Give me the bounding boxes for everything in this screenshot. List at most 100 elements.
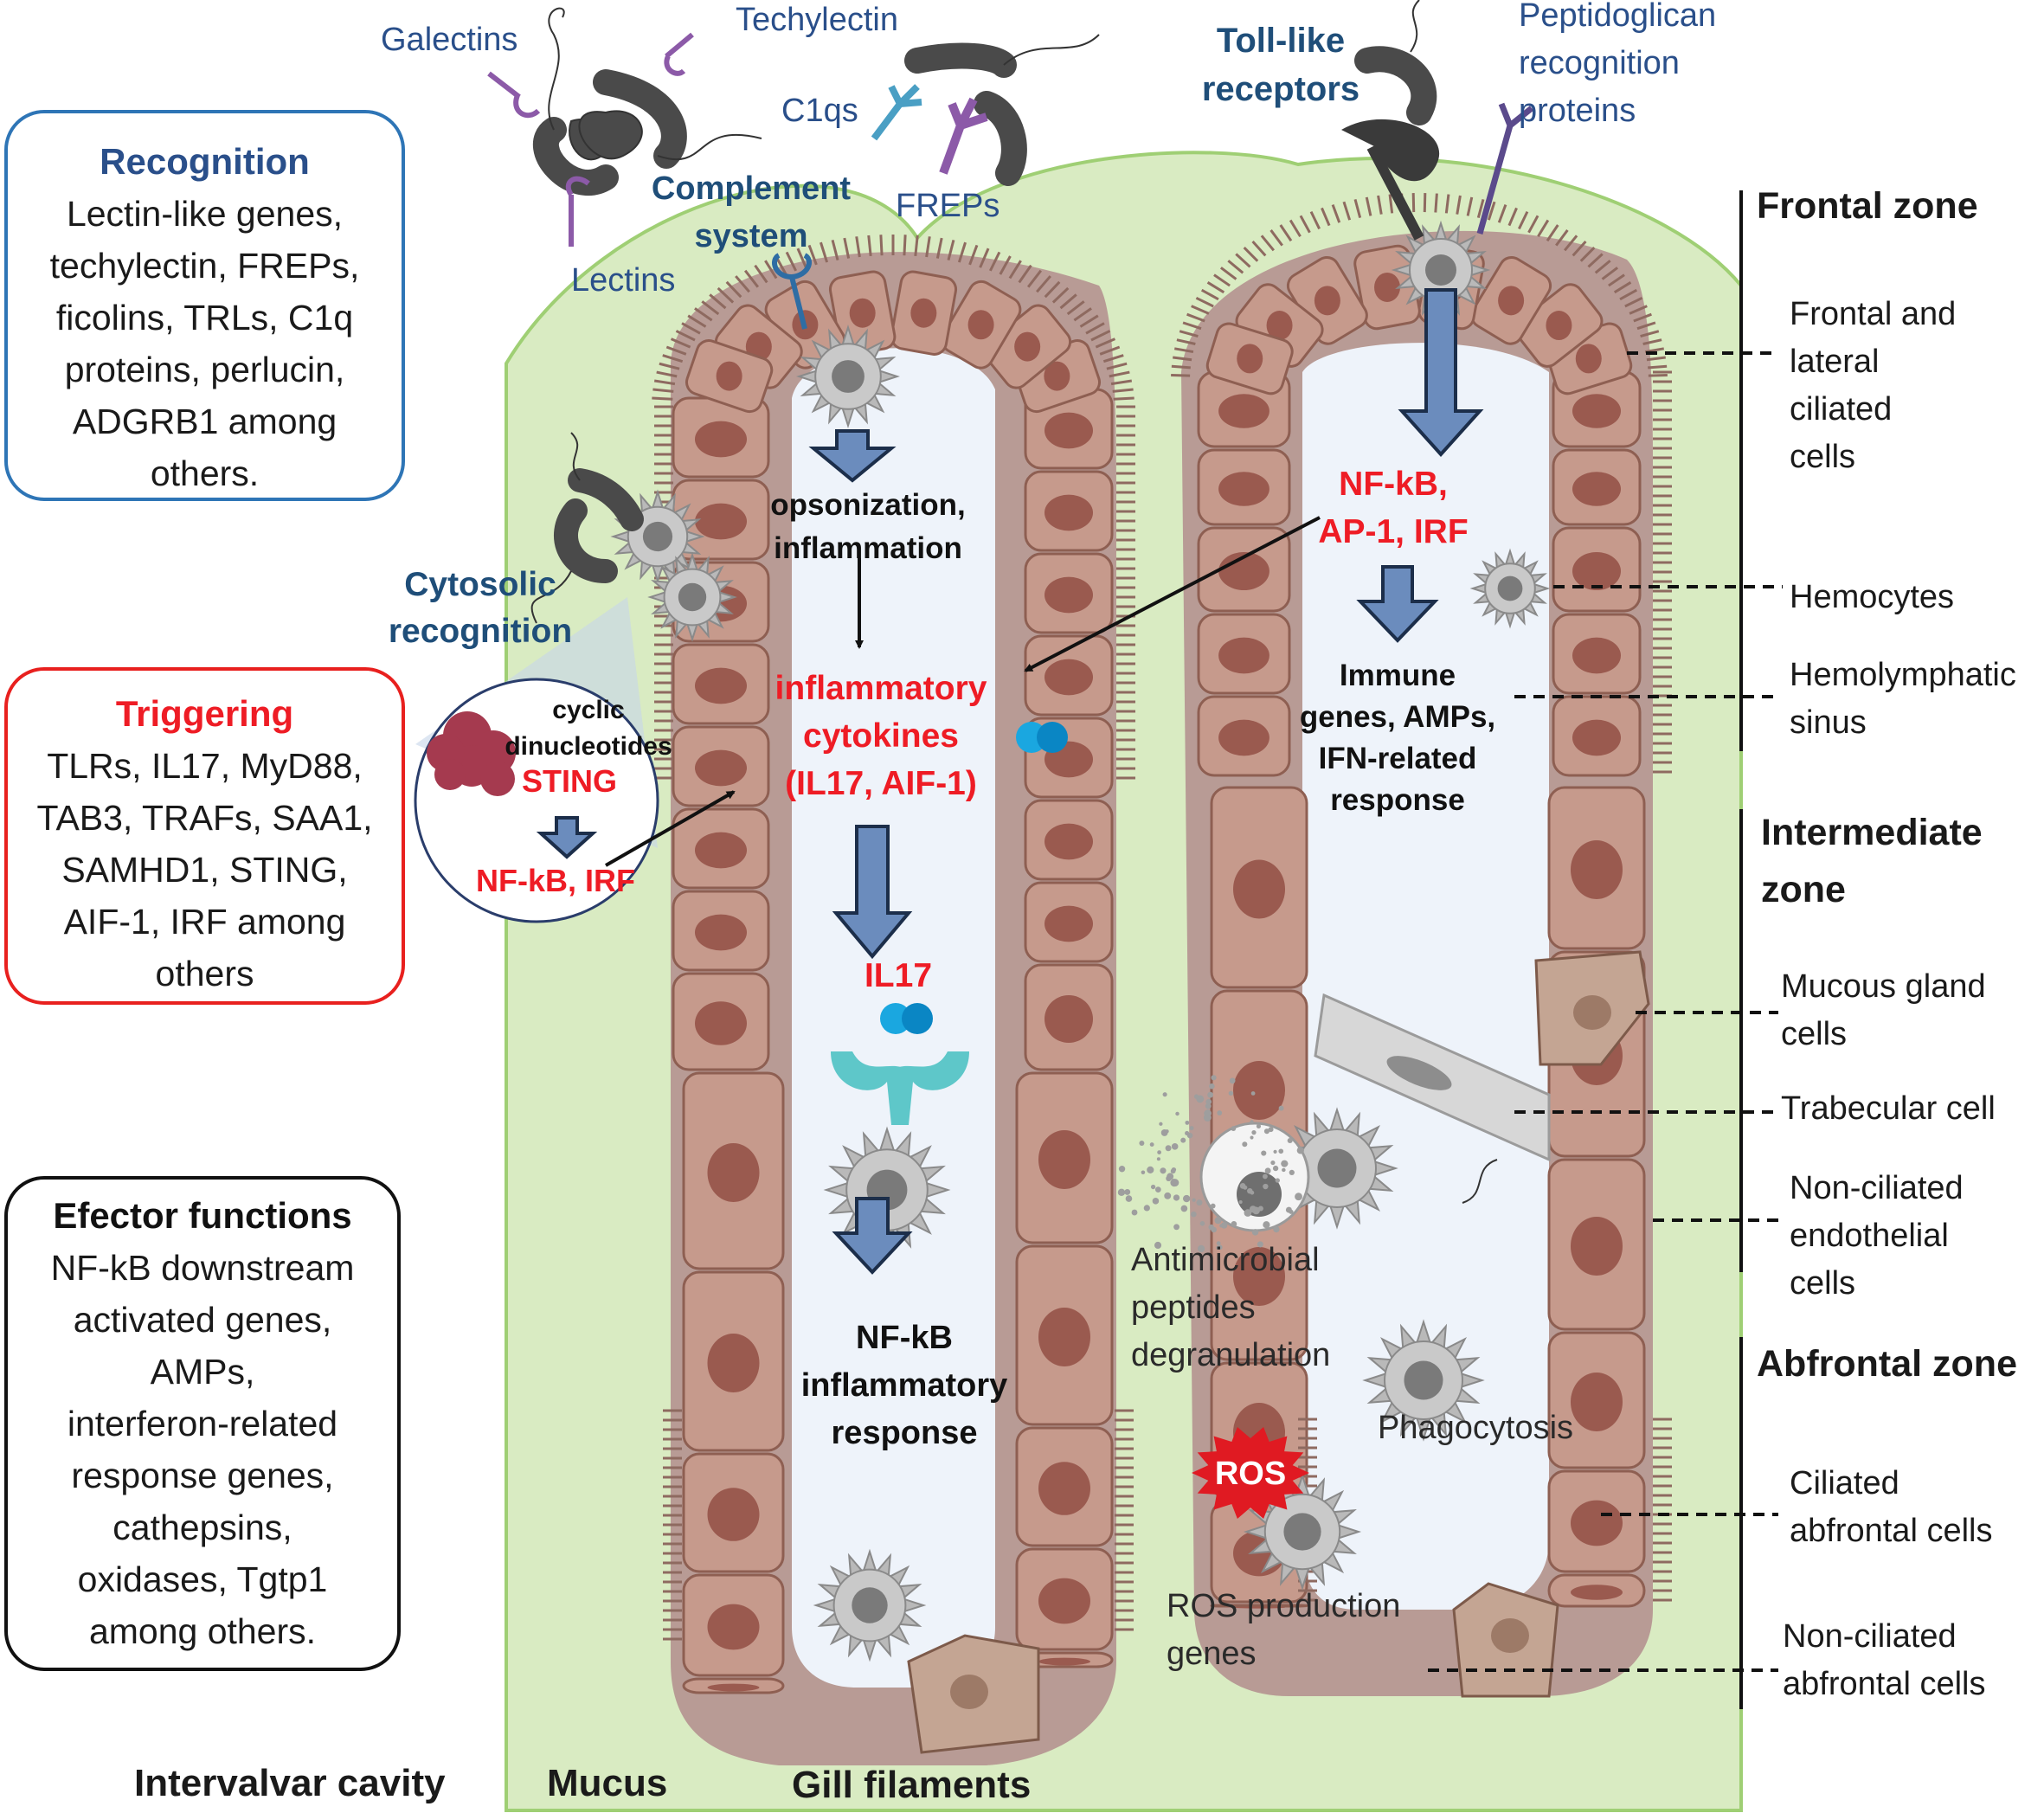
recognition-line: proteins, perlucin,	[64, 350, 345, 389]
nucleus	[1233, 1247, 1285, 1306]
label-amp-1: Antimicrobial	[1131, 1242, 1320, 1278]
epithelial-cell	[1024, 552, 1114, 634]
label-tlr-2: receptors	[1202, 70, 1359, 108]
blue-block-arrows	[536, 288, 1484, 1275]
nucleus	[1044, 995, 1093, 1043]
epithelial-cell	[1015, 1426, 1114, 1547]
label-intervalvar: Intervalvar cavity	[134, 1762, 446, 1804]
nucleus	[1038, 1578, 1090, 1624]
zone-item: ciliated	[1790, 391, 1892, 428]
recognition-box: Recognition Lectin-like genes, techylect…	[4, 110, 405, 501]
label-pgrp-2: recognition	[1519, 45, 1680, 81]
label-opsonization-1: opsonization,	[770, 488, 966, 522]
nucleus	[707, 1488, 760, 1541]
label-nfkb-ap1-2: AP-1, IRF	[1318, 513, 1468, 550]
zone-item: Trabecular cell	[1781, 1090, 1996, 1127]
label-freps: FREPs	[896, 188, 1000, 224]
epithelial-cell	[1197, 613, 1291, 695]
triggering-line: SAMHD1, STING,	[61, 850, 348, 890]
arrow-nfkb	[832, 1197, 913, 1275]
label-mucus: Mucus	[547, 1762, 667, 1804]
recognition-line: Lectin-like genes,	[66, 194, 344, 234]
label-il17: IL17	[865, 957, 932, 994]
nucleus	[1218, 637, 1269, 674]
label-immune-4: response	[1330, 783, 1465, 817]
nucleus	[695, 749, 747, 787]
lectin-receptors	[487, 32, 694, 247]
arrow-sting-to-cell	[605, 790, 736, 867]
epithelial-cell	[1024, 634, 1114, 717]
nucleus	[1572, 637, 1621, 674]
recognition-line: techylectin, FREPs,	[49, 246, 360, 286]
label-immune-3: IFN-related	[1319, 742, 1477, 775]
label-immune-2: genes, AMPs,	[1300, 700, 1495, 734]
epithelial-cell	[1024, 881, 1114, 963]
triggering-line: others	[155, 954, 254, 993]
nucleus	[1571, 1585, 1623, 1600]
zone-item: sinus	[1790, 704, 1867, 741]
nucleus	[707, 1683, 760, 1692]
zone-item: lateral	[1790, 344, 1880, 380]
epithelial-cell	[682, 1573, 785, 1677]
label-galectins: Galectins	[381, 22, 517, 58]
c1qs-icon	[871, 84, 922, 141]
nucleus	[1572, 394, 1621, 428]
effector-title: Efector functions	[53, 1195, 352, 1236]
epithelial-cell	[1015, 1071, 1114, 1244]
epithelial-cell	[1197, 448, 1291, 526]
right-filament-labels: NF-kB, AP-1, IRF Immune genes, AMPs, IFN…	[1131, 466, 1573, 1672]
label-cytokines-2: cytokines	[803, 717, 959, 755]
epithelial-cell	[672, 396, 770, 479]
label-nfkb-resp-2: inflammatory	[801, 1367, 1008, 1404]
triggering-title: Triggering	[115, 693, 294, 734]
label-lectins: Lectins	[571, 262, 675, 299]
epithelial-cell	[672, 725, 770, 807]
epithelial-cell	[1205, 322, 1294, 395]
il17-ligand-icon	[880, 722, 1068, 1034]
hemocyte	[813, 1548, 927, 1662]
label-cytokines-3: (IL17, AIF-1)	[785, 765, 977, 802]
nucleus	[1572, 472, 1621, 506]
label-nfkb-resp-1: NF-kB	[856, 1320, 953, 1356]
recognition-line: ADGRB1 among	[72, 402, 337, 441]
nucleus	[1571, 1217, 1623, 1276]
epithelial-cell	[1547, 786, 1646, 950]
epithelial-cell	[1470, 255, 1552, 345]
epithelial-cell	[1552, 448, 1642, 526]
epithelial-cell	[672, 890, 770, 972]
right-lumen	[1302, 343, 1549, 1610]
zone-title-abfrontal: Abfrontal zone	[1757, 1343, 2017, 1385]
nucleus	[695, 832, 747, 869]
zone-item: Hemolymphatic	[1790, 657, 2016, 693]
epithelial-cell	[1210, 1188, 1308, 1361]
label-ros-genes-2: genes	[1167, 1636, 1257, 1672]
nucleus	[1233, 1061, 1285, 1120]
nucleus	[1038, 1462, 1090, 1515]
zone-item: Hemocytes	[1790, 579, 1954, 615]
label-nfkb-resp-3: response	[832, 1415, 978, 1451]
epithelial-cell	[1015, 1651, 1114, 1668]
top-labels: Galectins Techylectin C1qs Lectins FREPs…	[381, 0, 1716, 299]
nucleus	[1044, 659, 1093, 696]
label-opsonization-2: inflammation	[774, 531, 962, 565]
epithelial-cell	[672, 972, 770, 1071]
epithelial-cell	[1210, 786, 1308, 989]
hemocyte	[1276, 1107, 1398, 1230]
epithelial-cell	[1547, 1469, 1646, 1573]
arrow-sting	[536, 816, 598, 859]
label-cytosolic-2: recognition	[389, 613, 572, 650]
triggering-line: TLRs, IL17, MyD88,	[47, 746, 363, 786]
nucleus	[695, 503, 747, 540]
nucleus	[1038, 1308, 1090, 1366]
epithelial-cell	[1547, 1158, 1646, 1331]
nucleus	[1044, 412, 1093, 449]
epithelial-cell	[1197, 695, 1291, 777]
triggering-line: TAB3, TRAFs, SAA1,	[36, 798, 373, 838]
ros-burst-icon	[1192, 1427, 1309, 1519]
epithelial-cell	[1547, 1573, 1646, 1608]
epithelial-cell	[672, 643, 770, 725]
label-nfkb-ap1-1: NF-kB,	[1339, 466, 1448, 503]
right-filament-cells	[1197, 244, 1646, 1609]
recognition-line: ficolins, TRLs, C1q	[55, 298, 354, 338]
zone-item: endothelial	[1790, 1218, 1949, 1254]
